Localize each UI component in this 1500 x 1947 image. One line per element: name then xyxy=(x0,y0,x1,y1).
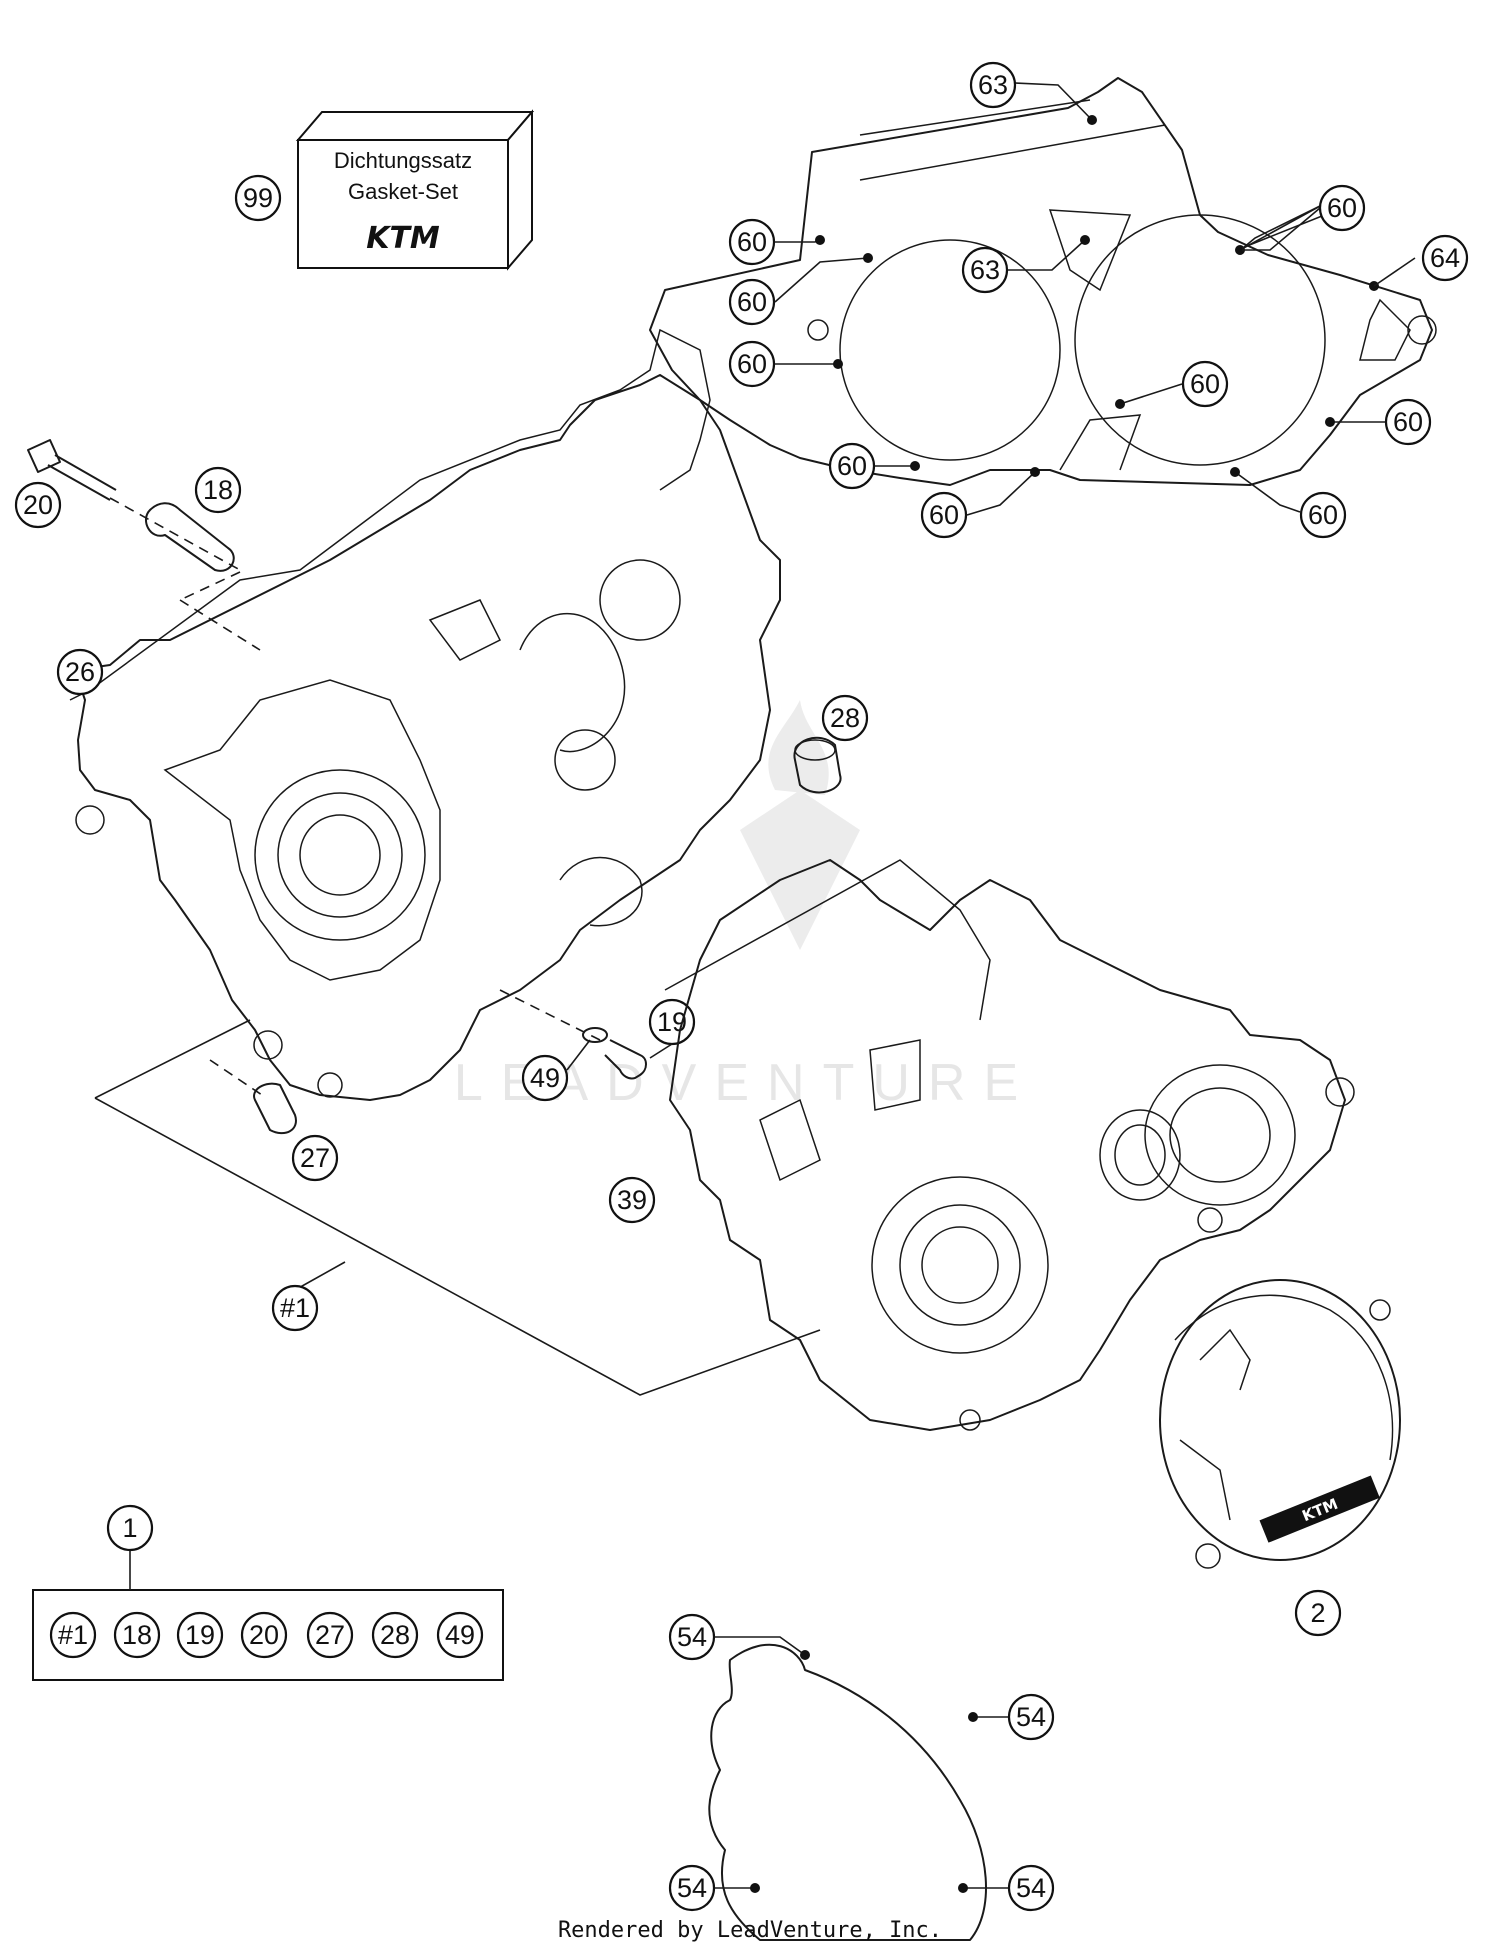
gasket-set-kit[interactable]: Dichtungssatz Gasket-Set KTM xyxy=(295,109,535,271)
footer-credit: Rendered by LeadVenture, Inc. xyxy=(558,1918,942,1943)
callout-64[interactable]: 64 xyxy=(1421,234,1469,282)
callout-number: 60 xyxy=(929,500,959,530)
callout-27[interactable]: 27 xyxy=(291,1134,339,1182)
callout-set-1[interactable]: #1 xyxy=(271,1284,319,1332)
washer-49[interactable] xyxy=(582,1027,608,1043)
callout-39[interactable]: 39 xyxy=(608,1176,656,1224)
callout-54-bottom-left[interactable]: 54 xyxy=(668,1864,716,1912)
callout-1[interactable]: 1 xyxy=(106,1504,154,1552)
callout-number: 60 xyxy=(737,349,767,379)
callout-2[interactable]: 2 xyxy=(1294,1589,1342,1637)
group-item-19[interactable]: 19 xyxy=(176,1611,224,1659)
callout-number: 60 xyxy=(837,451,867,481)
callout-99[interactable]: 99 xyxy=(234,174,282,222)
dowel-27[interactable] xyxy=(253,1082,297,1135)
top-gasket-leaders xyxy=(774,82,1416,516)
clutch-cover-gasket[interactable] xyxy=(649,77,1437,486)
callout-54-top[interactable]: 54 xyxy=(668,1613,716,1661)
ignition-cover-gasket[interactable] xyxy=(708,1643,987,1941)
callout-number: 28 xyxy=(380,1620,410,1650)
callout-54-bottom-right[interactable]: 54 xyxy=(1007,1864,1055,1912)
callout-60-right-top[interactable]: 60 xyxy=(1318,184,1366,232)
callout-number: #1 xyxy=(58,1620,88,1650)
callout-26[interactable]: 26 xyxy=(56,648,104,696)
alignment-line-27 xyxy=(209,1059,263,1096)
callout-number: 60 xyxy=(1393,407,1423,437)
leader-19 xyxy=(649,1043,673,1059)
kit-label-en: Gasket-Set xyxy=(348,179,458,204)
callout-number: 54 xyxy=(677,1873,707,1903)
group-item-28[interactable]: 28 xyxy=(371,1611,419,1659)
callout-number: 2 xyxy=(1310,1598,1325,1628)
callout-63-inner[interactable]: 63 xyxy=(961,246,1009,294)
callout-28[interactable]: 28 xyxy=(821,694,869,742)
group-item-20[interactable]: 20 xyxy=(240,1611,288,1659)
callout-number: 18 xyxy=(203,475,233,505)
alignment-line-20 xyxy=(109,497,241,571)
callout-63-top[interactable]: 63 xyxy=(969,61,1017,109)
sleeve-18[interactable] xyxy=(145,502,235,572)
callout-60-bottom-center[interactable]: 60 xyxy=(920,491,968,539)
callout-60-bottom-left[interactable]: 60 xyxy=(828,442,876,490)
group-item-49[interactable]: 49 xyxy=(436,1611,484,1659)
callout-number: 26 xyxy=(65,657,95,687)
callout-number: 54 xyxy=(677,1622,707,1652)
callout-54-right[interactable]: 54 xyxy=(1007,1693,1055,1741)
callout-number: 63 xyxy=(978,70,1008,100)
callout-number: 63 xyxy=(970,255,1000,285)
ignition-cover[interactable]: KTM xyxy=(1159,1279,1401,1569)
callout-number: 60 xyxy=(737,287,767,317)
crankcase-left-half[interactable] xyxy=(74,374,781,1101)
callout-number: 49 xyxy=(530,1063,560,1093)
callout-number: 49 xyxy=(445,1620,475,1650)
bushing-28[interactable] xyxy=(793,736,842,794)
callout-49[interactable]: 49 xyxy=(521,1054,569,1102)
alignment-line-18 xyxy=(179,571,241,601)
leader-49 xyxy=(566,1039,591,1071)
callout-60-left-low[interactable]: 60 xyxy=(728,340,776,388)
callout-number: 27 xyxy=(315,1620,345,1650)
group-item-18[interactable]: 18 xyxy=(113,1611,161,1659)
kit-label-de: Dichtungssatz xyxy=(334,148,472,173)
callout-number: #1 xyxy=(280,1293,310,1323)
kit-logo: KTM xyxy=(366,221,440,256)
group-item-1[interactable]: #1 xyxy=(49,1611,97,1659)
callout-number: 1 xyxy=(122,1513,137,1543)
callout-number: 54 xyxy=(1016,1873,1046,1903)
group-item-27[interactable]: 27 xyxy=(306,1611,354,1659)
callout-number: 18 xyxy=(122,1620,152,1650)
alignment-line-18b xyxy=(179,599,261,651)
callout-20[interactable]: 20 xyxy=(14,481,62,529)
alignment-line-19 xyxy=(499,989,601,1041)
gasket-54-leaders xyxy=(715,1636,1008,1893)
crankcase-gasket-left[interactable] xyxy=(69,328,711,701)
screw-19[interactable] xyxy=(604,1039,647,1080)
callout-number: 54 xyxy=(1016,1702,1046,1732)
crankcase-set-bracket xyxy=(94,1019,821,1396)
bolt-20[interactable] xyxy=(27,439,117,501)
callout-number: 19 xyxy=(185,1620,215,1650)
callout-60-left-top[interactable]: 60 xyxy=(728,218,776,266)
watermark: LEADVENTURE xyxy=(454,700,1018,1112)
callout-number: 64 xyxy=(1430,243,1460,273)
callout-60-right-mid[interactable]: 60 xyxy=(1384,398,1432,446)
callout-60-bottom-right[interactable]: 60 xyxy=(1299,491,1347,539)
callout-number: 60 xyxy=(1190,369,1220,399)
callout-number: 60 xyxy=(1308,500,1338,530)
callout-number: 20 xyxy=(23,490,53,520)
callout-number: 28 xyxy=(830,703,860,733)
callout-60-left-mid[interactable]: 60 xyxy=(728,278,776,326)
crankcase-right-half[interactable] xyxy=(664,859,1355,1431)
callout-number: 39 xyxy=(617,1185,647,1215)
callout-60-center[interactable]: 60 xyxy=(1181,360,1229,408)
callout-number: 60 xyxy=(1327,193,1357,223)
callout-number: 99 xyxy=(243,183,273,213)
callout-18[interactable]: 18 xyxy=(194,466,242,514)
callout-number: 20 xyxy=(249,1620,279,1650)
callout-number: 60 xyxy=(737,227,767,257)
callout-number: 27 xyxy=(300,1143,330,1173)
